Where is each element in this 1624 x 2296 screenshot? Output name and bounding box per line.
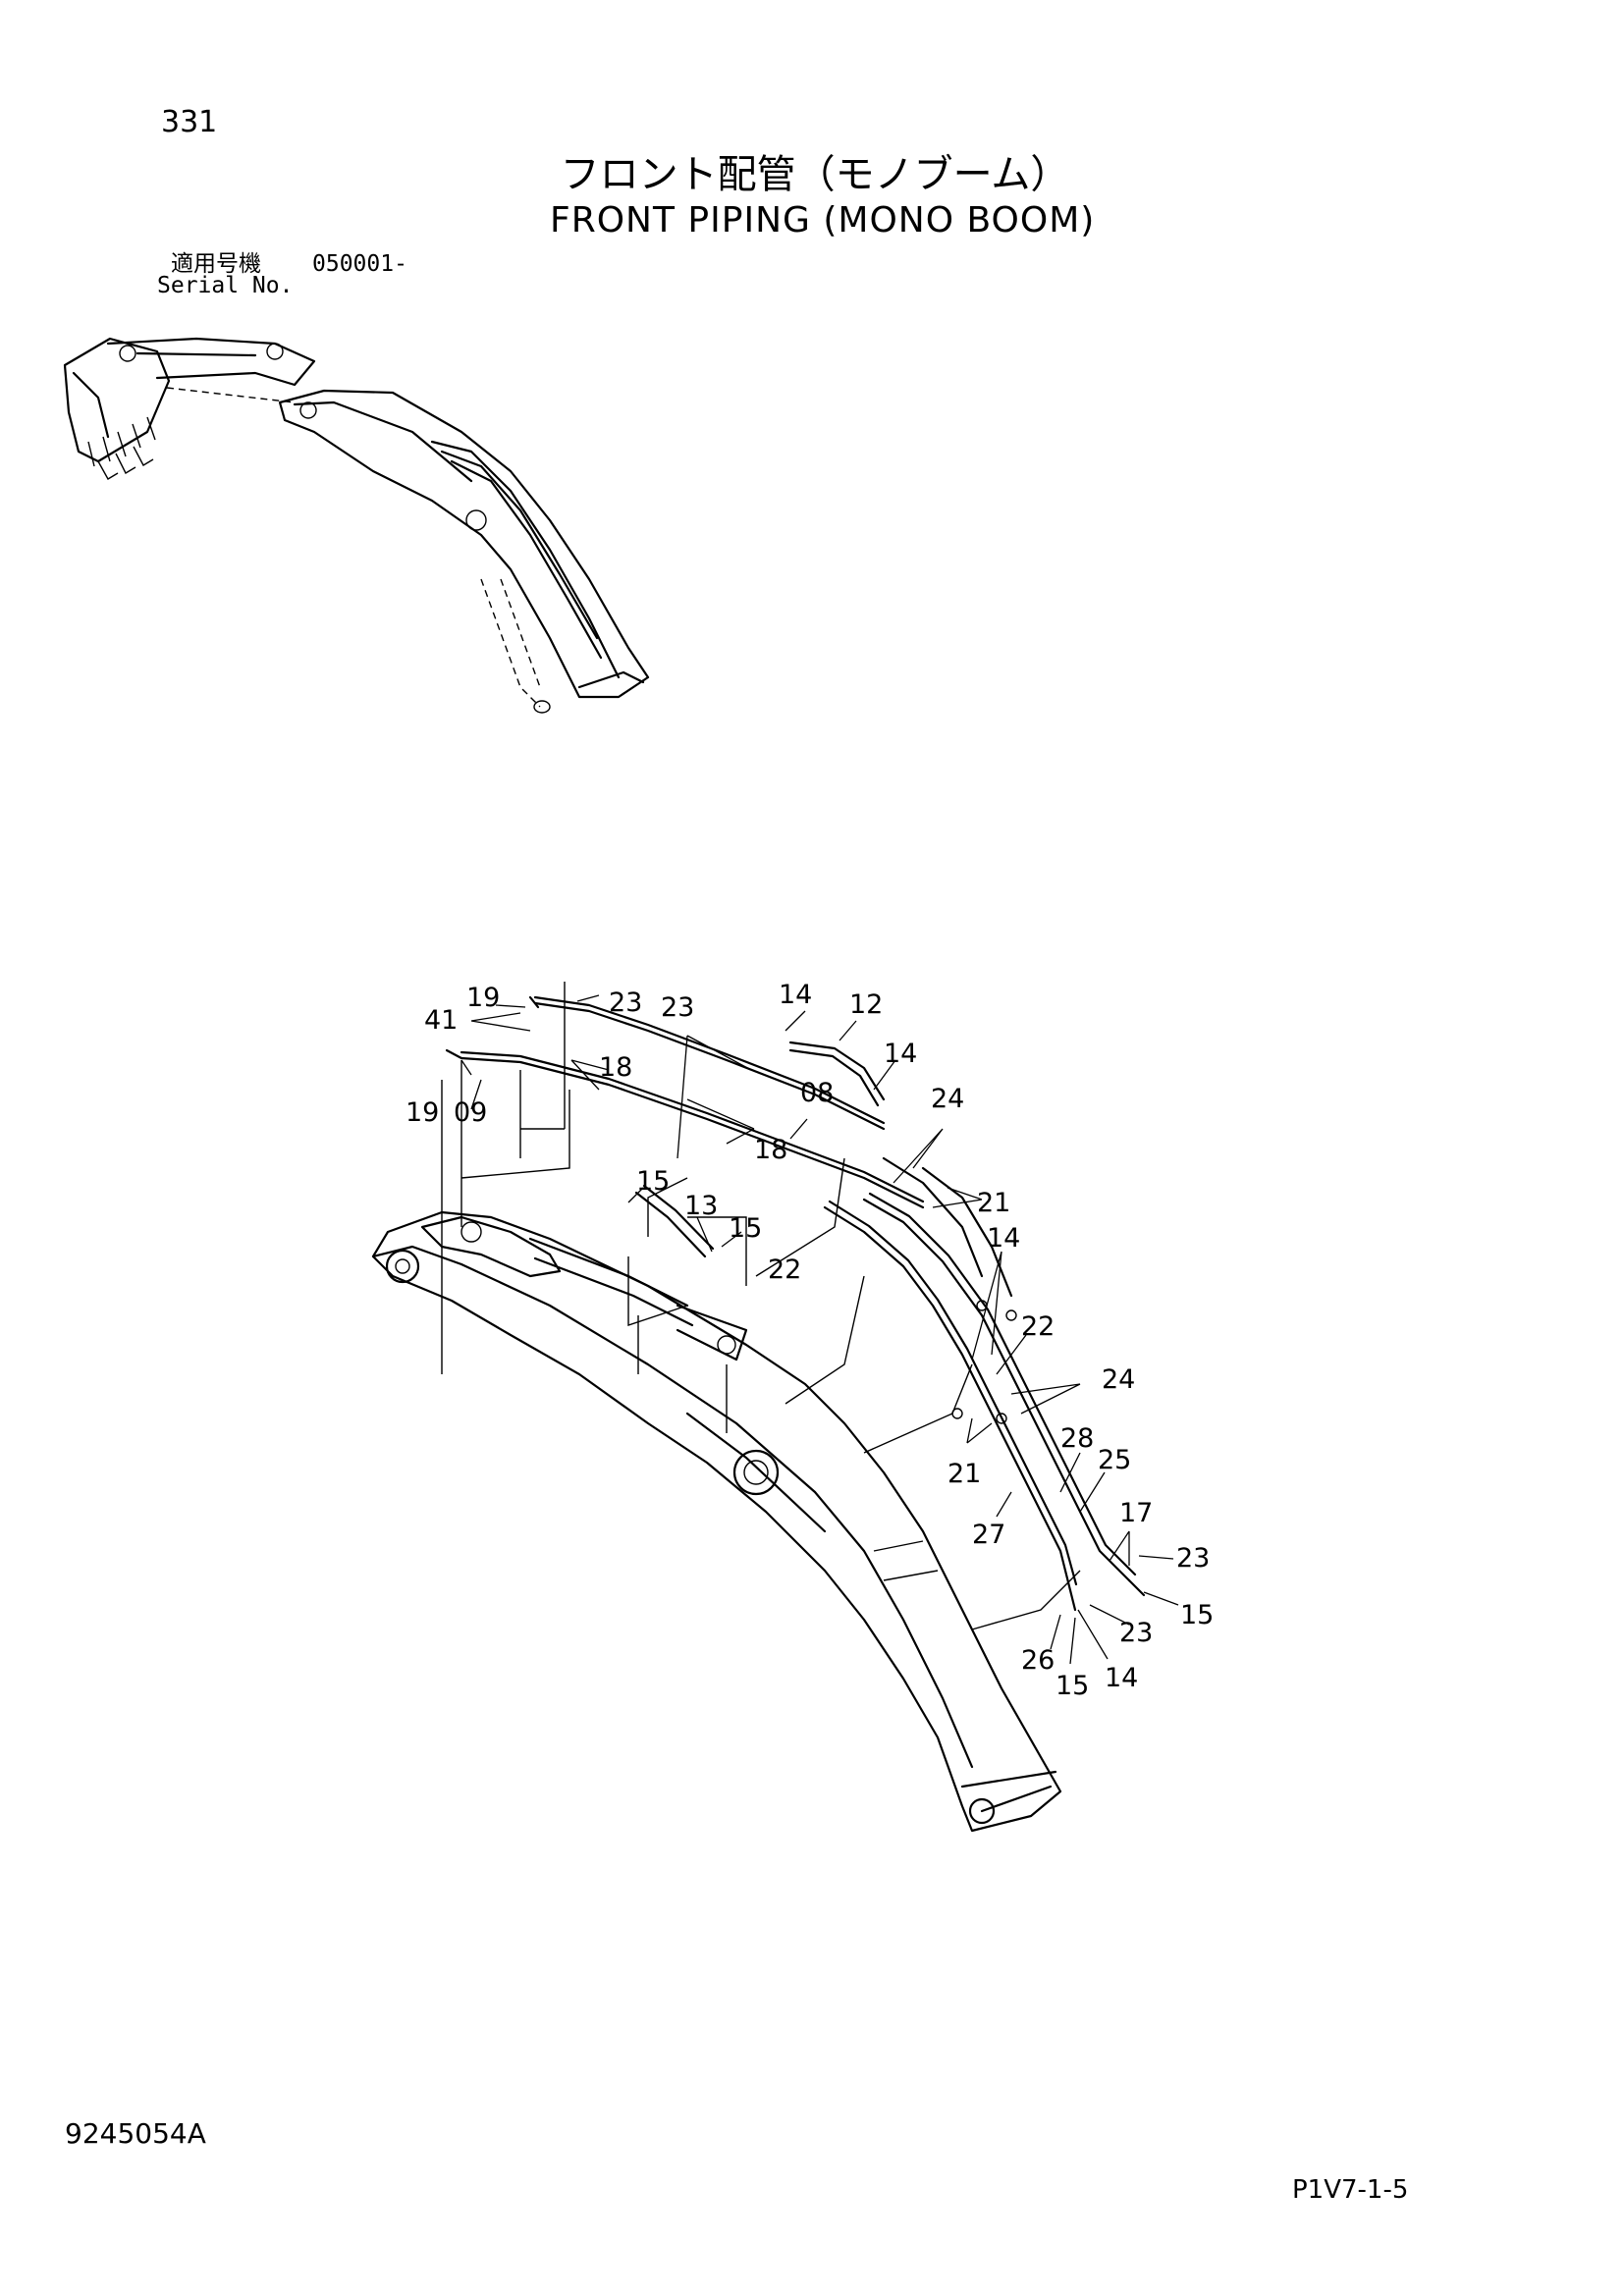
title-japanese: フロント配管（モノブーム） — [560, 152, 1070, 197]
callout-17: 17 — [1119, 1498, 1153, 1528]
serial-label-english: Serial No. — [157, 273, 294, 298]
callout-14c: 14 — [987, 1223, 1020, 1254]
callout-23d: 23 — [1119, 1618, 1153, 1648]
callout-08: 08 — [800, 1078, 834, 1108]
callout-15a: 15 — [636, 1166, 670, 1197]
callout-24a: 24 — [931, 1084, 964, 1114]
callout-18a: 18 — [599, 1052, 632, 1083]
callout-28: 28 — [1060, 1423, 1094, 1454]
callout-12: 12 — [849, 989, 883, 1020]
callout-15c: 15 — [1180, 1600, 1214, 1630]
boom-body — [371, 1210, 1062, 1833]
callout-18b: 18 — [754, 1135, 787, 1165]
callout-19b: 19 — [406, 1097, 439, 1128]
callouts: 19 23 41 23 14 12 18 14 19 09 08 24 18 1… — [406, 980, 1214, 1701]
overview-arm — [106, 337, 316, 403]
serial-label-japanese: 適用号機 — [171, 251, 261, 277]
callout-19a: 19 — [466, 983, 500, 1013]
callout-15d: 15 — [1056, 1671, 1089, 1701]
title-english: FRONT PIPING (MONO BOOM) — [550, 200, 1096, 240]
callout-41: 41 — [424, 1005, 458, 1036]
leader-lines — [460, 994, 1179, 1665]
callout-14a: 14 — [779, 980, 812, 1010]
callout-23c: 23 — [1176, 1543, 1210, 1574]
page-number: 331 — [161, 105, 218, 139]
callout-15b: 15 — [729, 1213, 762, 1244]
serial-range: 050001- — [312, 251, 407, 277]
boom-cylinder — [420, 1215, 748, 1362]
document-code: 9245054A — [65, 2117, 206, 2150]
callout-23b: 23 — [661, 992, 694, 1023]
callout-21a: 21 — [977, 1188, 1010, 1218]
callout-22b: 22 — [1021, 1311, 1055, 1342]
callout-25: 25 — [1098, 1445, 1131, 1475]
callout-13: 13 — [684, 1191, 718, 1221]
overview-boom — [278, 389, 650, 699]
callout-14b: 14 — [884, 1039, 917, 1069]
callout-22a: 22 — [768, 1255, 801, 1285]
overview-boom-cylinder — [480, 578, 551, 714]
callout-26: 26 — [1021, 1645, 1055, 1676]
pipes-lower — [823, 1156, 1146, 1612]
callout-24b: 24 — [1102, 1364, 1135, 1395]
callout-21b: 21 — [947, 1459, 981, 1489]
callout-27: 27 — [972, 1520, 1005, 1550]
callout-14d: 14 — [1105, 1663, 1138, 1693]
hoses — [634, 1041, 886, 1258]
callout-09: 09 — [454, 1097, 487, 1128]
page-reference: P1V7-1-5 — [1292, 2175, 1409, 2205]
projection-lines — [441, 982, 1081, 1630]
callout-23a: 23 — [609, 988, 642, 1018]
